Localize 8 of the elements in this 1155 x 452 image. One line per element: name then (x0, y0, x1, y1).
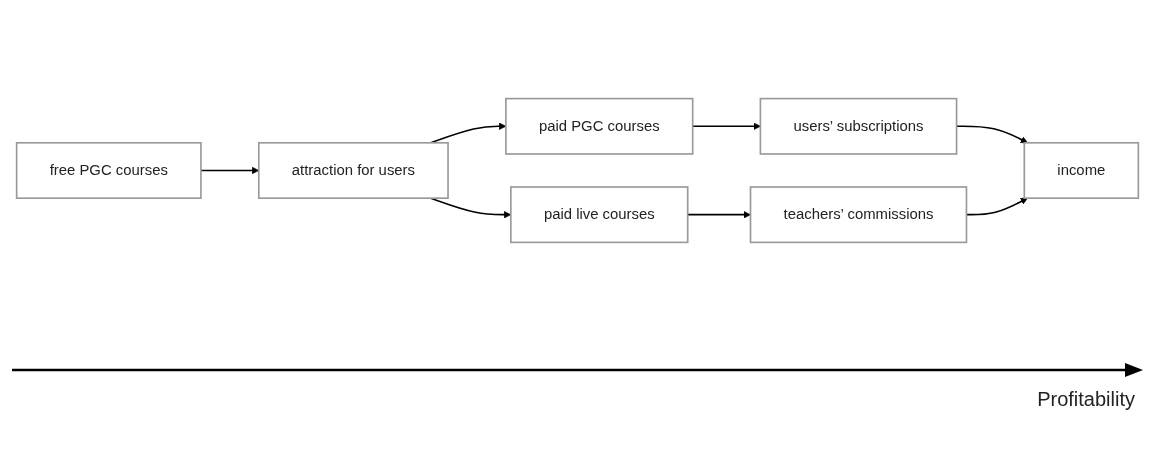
node-box: attraction for users (257, 141, 449, 199)
node-box: free PGC courses (15, 141, 202, 199)
node-box: paid PGC courses (505, 97, 694, 155)
node-box: teachers’ commissions (749, 185, 968, 243)
node-box: income (1023, 141, 1140, 199)
node-box: paid live courses (510, 185, 689, 243)
axis-label: Profitability (1037, 388, 1135, 411)
node-box: users’ subscriptions (759, 97, 958, 155)
